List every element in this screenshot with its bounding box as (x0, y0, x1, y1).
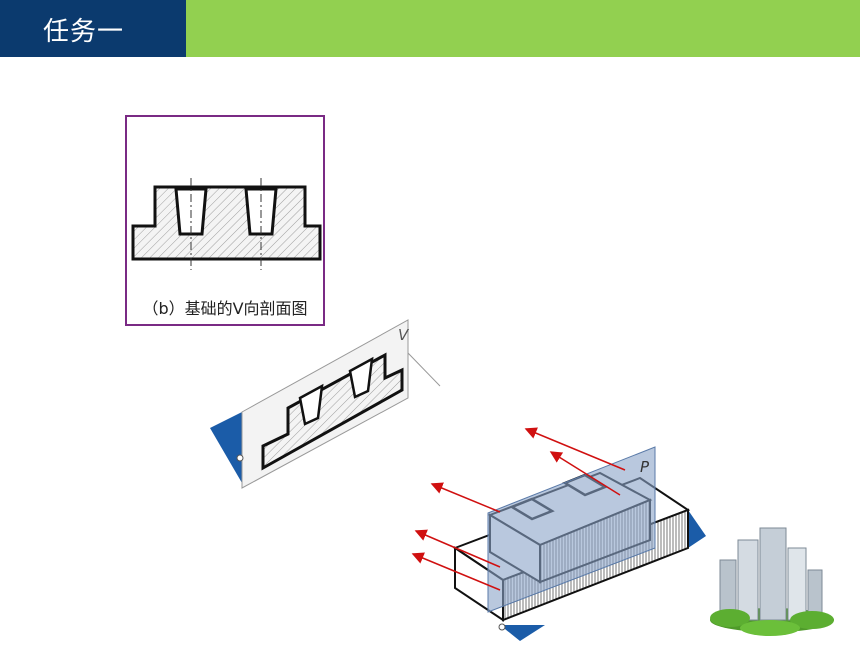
projection-arrows (411, 427, 626, 591)
page-title: 任务一 (43, 17, 125, 47)
v-plane-group (210, 319, 441, 489)
header-dark-block: 任务一 (0, 0, 186, 57)
foundation-3d (452, 446, 706, 641)
section-profile-b (131, 178, 322, 270)
v-plane-label: V (398, 326, 410, 344)
p-plane (487, 446, 656, 613)
header-green-bar (186, 0, 860, 57)
building-icon (710, 527, 834, 636)
p-plane-label: P (640, 458, 650, 476)
section-figure-caption: （b）基础的V向剖面图 (142, 299, 308, 318)
v-plane-blue-edge (210, 412, 242, 483)
